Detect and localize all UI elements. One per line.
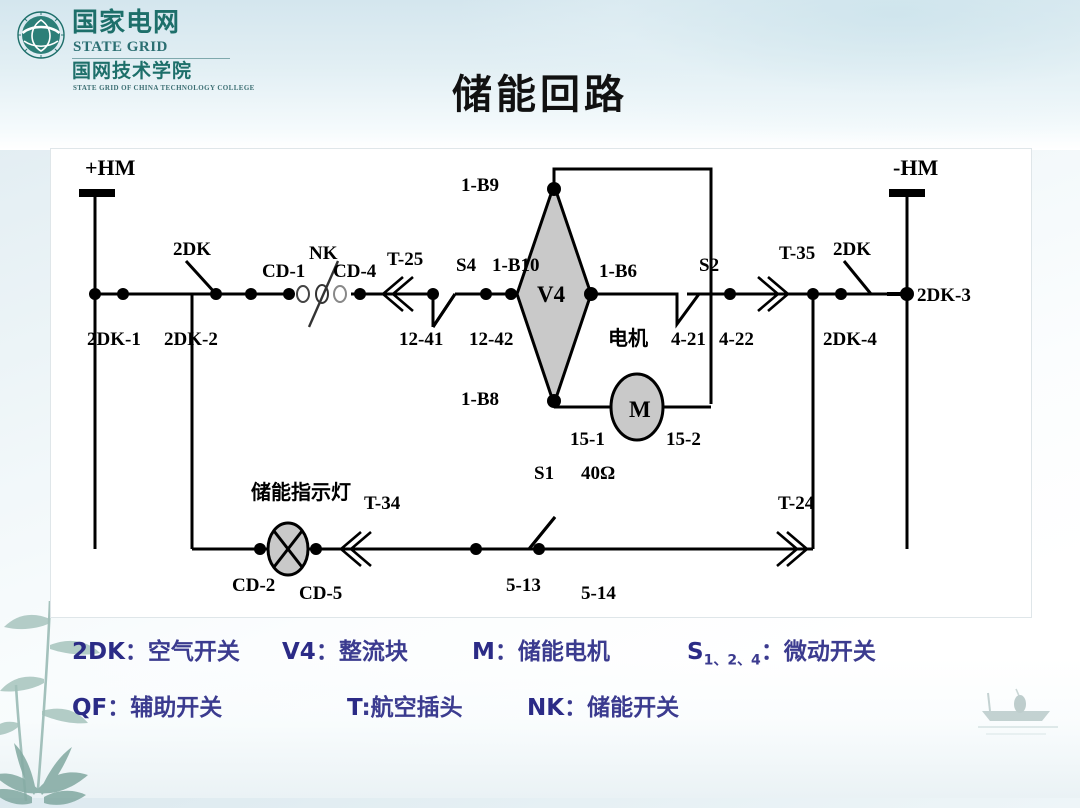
legend-sep-m: ：	[494, 639, 518, 665]
legend-sep-nk: ：	[564, 695, 588, 721]
legend-item-t: T:航空插头	[347, 688, 527, 722]
state-grid-globe-icon	[17, 11, 65, 59]
legend-desc-qf: 辅助开关	[130, 695, 223, 721]
nk-switch-symbol	[296, 260, 347, 328]
label-positive-terminal: +HM	[85, 155, 136, 180]
label-negative-terminal: -HM	[893, 155, 938, 180]
label-s1: S1	[534, 463, 554, 484]
legend-code-v4: V4	[282, 639, 316, 665]
brand-logo-block: 国家电网 STATE GRID 国网技术学院 STATE GRID OF CHI…	[10, 6, 254, 94]
label-cd-1: CD-1	[262, 261, 305, 282]
legend-code-s: S	[687, 639, 704, 665]
legend-code-nk: NK	[527, 695, 565, 721]
connector-t24-icon	[776, 531, 810, 567]
legend-sep-qf: ：	[107, 695, 131, 721]
legend-item-nk: NK：储能开关	[527, 688, 679, 722]
label-2dk-left: 2DK	[173, 239, 211, 260]
legend-desc-m: 储能电机	[517, 639, 610, 665]
label-motor-cn: 电机	[608, 326, 648, 350]
label-2dk-3: 2DK-3	[917, 285, 971, 306]
legend-item-qf: QF：辅助开关	[72, 688, 347, 722]
label-5-13: 5-13	[506, 575, 541, 596]
label-12-41: 12-41	[399, 329, 443, 350]
label-2dk-1: 2DK-1	[87, 329, 141, 350]
label-cd-4: CD-4	[333, 261, 377, 282]
legend-row-1: 2DK：空气开关 V4：整流块 M：储能电机 S1、2、4：微动开关	[72, 632, 1012, 688]
brand-sub-cn: 国网技术学院	[72, 60, 193, 82]
label-2dk-2: 2DK-2	[164, 329, 218, 350]
label-1-b9: 1-B9	[461, 175, 499, 196]
legend-block: 2DK：空气开关 V4：整流块 M：储能电机 S1、2、4：微动开关 QF：辅助…	[72, 632, 1012, 744]
legend-code-t: T	[347, 695, 362, 721]
label-t-25: T-25	[387, 249, 423, 270]
legend-code-m: M	[472, 639, 495, 665]
circuit-diagram: +HM -HM 2DK 2DK 2DK-1 2DK-2 2DK-3 2DK-4 …	[79, 155, 971, 604]
indicator-lamp-cross	[272, 530, 304, 568]
label-4-21: 4-21	[671, 329, 706, 350]
connector-t35-icon	[757, 276, 791, 312]
legend-item-v4: V4：整流块	[282, 632, 472, 666]
legend-desc-nk: 储能开关	[587, 695, 680, 721]
junction-dots	[89, 182, 914, 555]
brand-name-en: STATE GRID	[73, 39, 168, 55]
label-1-b6: 1-B6	[599, 261, 637, 282]
label-15-2: 15-2	[666, 429, 701, 450]
legend-item-2dk: 2DK：空气开关	[72, 632, 282, 666]
brand-divider	[72, 58, 230, 59]
label-lamp-cn: 储能指示灯	[251, 480, 351, 504]
label-2dk-right: 2DK	[833, 239, 871, 260]
label-5-14: 5-14	[581, 583, 616, 604]
label-4-22: 4-22	[719, 329, 754, 350]
legend-item-s: S1、2、4：微动开关	[687, 632, 876, 670]
label-s2: S2	[699, 255, 719, 276]
s1-switch-symbol	[527, 516, 557, 550]
legend-sep-2dk: ：	[124, 639, 148, 665]
legend-desc-v4: 整流块	[338, 639, 408, 665]
legend-subscript-s: 1、2、4	[703, 652, 761, 669]
s4-switch-symbol	[431, 293, 457, 328]
label-12-42: 12-42	[469, 329, 513, 350]
label-nk: NK	[309, 243, 338, 264]
label-cd-5: CD-5	[299, 583, 342, 604]
label-v4: V4	[537, 282, 566, 307]
positive-busbar	[79, 189, 115, 197]
legend-code-2dk: 2DK	[72, 639, 125, 665]
connector-t34-icon	[338, 531, 372, 567]
brand-sub-en: STATE GRID OF CHINA TECHNOLOGY COLLEGE	[73, 84, 255, 92]
legend-code-qf: QF	[72, 695, 108, 721]
legend-row-2: QF：辅助开关 T:航空插头 NK：储能开关	[72, 688, 1012, 744]
motor-symbol	[609, 372, 665, 442]
legend-sep-s: ：	[760, 639, 784, 665]
label-t-35: T-35	[779, 243, 815, 264]
legend-item-m: M：储能电机	[472, 632, 687, 666]
circuit-diagram-panel: +HM -HM 2DK 2DK 2DK-1 2DK-2 2DK-3 2DK-4 …	[50, 148, 1032, 618]
connector-t25-icon	[380, 276, 414, 312]
page-title: 储能回路	[452, 72, 628, 118]
label-2dk-4: 2DK-4	[823, 329, 877, 350]
label-1-b8: 1-B8	[461, 389, 499, 410]
label-cd-2: CD-2	[232, 575, 275, 596]
legend-desc-2dk: 空气开关	[147, 639, 240, 665]
legend-desc-t: 航空插头	[370, 695, 463, 721]
label-t-34: T-34	[364, 493, 401, 514]
label-t-24: T-24	[778, 493, 815, 514]
label-s4: S4	[456, 255, 477, 276]
label-motor-m: M	[629, 397, 651, 422]
label-40-ohm: 40Ω	[581, 463, 615, 484]
label-15-1: 15-1	[570, 429, 605, 450]
legend-sep-t: :	[361, 695, 371, 721]
brand-name-cn: 国家电网	[72, 8, 181, 38]
legend-sep-v4: ：	[315, 639, 339, 665]
label-1-b10: 1-B10	[492, 255, 540, 276]
legend-desc-s: 微动开关	[783, 639, 876, 665]
